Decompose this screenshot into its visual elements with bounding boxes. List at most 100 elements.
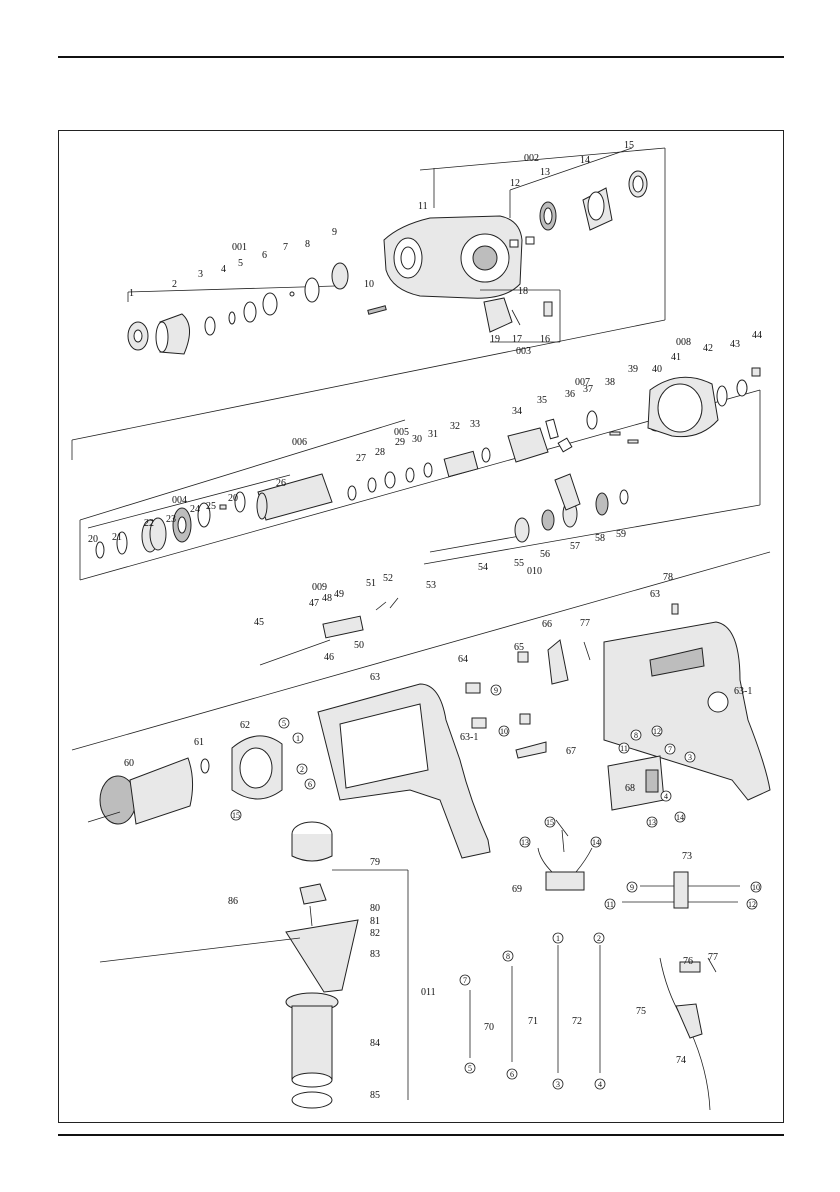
part-number: 45 (254, 617, 264, 628)
group-label: 005 (394, 427, 409, 438)
left-housing (317, 683, 491, 859)
group-label: 001 (232, 242, 247, 253)
part-number: 62 (240, 720, 250, 731)
part-number: 40 (652, 364, 662, 375)
svg-text:8: 8 (634, 731, 638, 740)
terminal-number: 1 (292, 732, 304, 744)
group-labels: 001 002 003 004 005 006 007 008 009 010 … (172, 153, 691, 998)
terminal-number: 12 (651, 725, 663, 737)
svg-text:5: 5 (468, 1064, 472, 1073)
part-number: 78 (663, 572, 673, 583)
terminal-number: 3 (552, 1078, 564, 1090)
nose-group (127, 262, 387, 355)
part-number: 32 (450, 421, 460, 432)
part-number: 63 (370, 672, 380, 683)
svg-text:8: 8 (506, 952, 510, 961)
group-label: 002 (524, 153, 539, 164)
group-label: 006 (292, 437, 307, 448)
group-label: 003 (516, 346, 531, 357)
part-number: 85 (370, 1090, 380, 1101)
part-number: 51 (366, 578, 376, 589)
part-number: 43 (730, 339, 740, 350)
part-number: 58 (595, 533, 605, 544)
capacitor (537, 819, 593, 891)
part-number: 1 (129, 288, 134, 299)
part-number: 47 (309, 598, 319, 609)
svg-text:14: 14 (592, 838, 600, 847)
gear-group (429, 473, 629, 553)
part-number: 68 (625, 783, 635, 794)
part-number: 70 (484, 1022, 494, 1033)
part-number: 30 (412, 434, 422, 445)
part-number: 39 (628, 364, 638, 375)
part-number: 4 (221, 264, 226, 275)
part-number: 59 (616, 529, 626, 540)
part-number: 86 (228, 896, 238, 907)
group-label: 004 (172, 495, 187, 506)
svg-text:7: 7 (668, 745, 672, 754)
svg-text:9: 9 (630, 883, 634, 892)
part-number: 55 (514, 558, 524, 569)
svg-text:10: 10 (500, 727, 508, 736)
part-number: 6 (262, 250, 267, 261)
part-number: 60 (124, 758, 134, 769)
terminal-number: 6 (506, 1068, 518, 1080)
terminal-number: 2 (593, 932, 605, 944)
group-label: 008 (676, 337, 691, 348)
terminal-number: 6 (304, 778, 316, 790)
svg-text:13: 13 (648, 818, 656, 827)
part-number: 22 (144, 518, 154, 529)
svg-text:4: 4 (664, 792, 668, 801)
part-number: 21 (112, 532, 122, 543)
terminal-number: 11 (604, 898, 616, 910)
diagram-frame (58, 130, 784, 1123)
part-number: 29 (395, 437, 405, 448)
part-number: 71 (528, 1016, 538, 1027)
group-label: 011 (421, 987, 436, 998)
part-number: 9 (332, 227, 337, 238)
power-cord (659, 957, 717, 1111)
svg-text:2: 2 (300, 765, 304, 774)
part-number: 13 (540, 167, 550, 178)
part-number: 28 (375, 447, 385, 458)
part-number: 63-1 (460, 732, 478, 743)
part-number: 80 (370, 903, 380, 914)
part-number: 82 (370, 928, 380, 939)
assembly-boundaries (71, 147, 771, 751)
part-number: 48 (322, 593, 332, 604)
switch (607, 755, 665, 811)
part-number: 41 (671, 352, 681, 363)
part-number: 79 (370, 857, 380, 868)
part-number: 2 (172, 279, 177, 290)
part-number: 14 (580, 155, 590, 166)
terminal-number: 1 (552, 932, 564, 944)
right-housing (603, 603, 771, 801)
terminal-number: 5 (464, 1062, 476, 1074)
part-number: 77 (580, 618, 590, 629)
terminal-number: 4 (594, 1078, 606, 1090)
motor-group (87, 735, 283, 825)
part-number: 25 (206, 501, 216, 512)
svg-text:3: 3 (688, 753, 692, 762)
svg-text:5: 5 (282, 719, 286, 728)
terminal-number: 14 (590, 836, 602, 848)
part-number: 74 (676, 1055, 686, 1066)
part-number: 17 (512, 334, 522, 345)
part-number: 26 (276, 478, 286, 489)
part-number: 61 (194, 737, 204, 748)
part-number: 12 (510, 178, 520, 189)
part-number: 20 (228, 493, 238, 504)
svg-text:14: 14 (676, 813, 684, 822)
svg-text:11: 11 (620, 744, 628, 753)
part-number: 75 (636, 1006, 646, 1017)
spindle-group (95, 367, 761, 559)
part-number: 8 (305, 239, 310, 250)
part-number: 52 (383, 573, 393, 584)
part-number: 20 (88, 534, 98, 545)
brush-parts (465, 639, 591, 759)
leader-lines (332, 147, 761, 1100)
part-number: 49 (334, 589, 344, 600)
terminal-number: 15 (544, 816, 556, 828)
group-label: 007 (575, 377, 590, 388)
